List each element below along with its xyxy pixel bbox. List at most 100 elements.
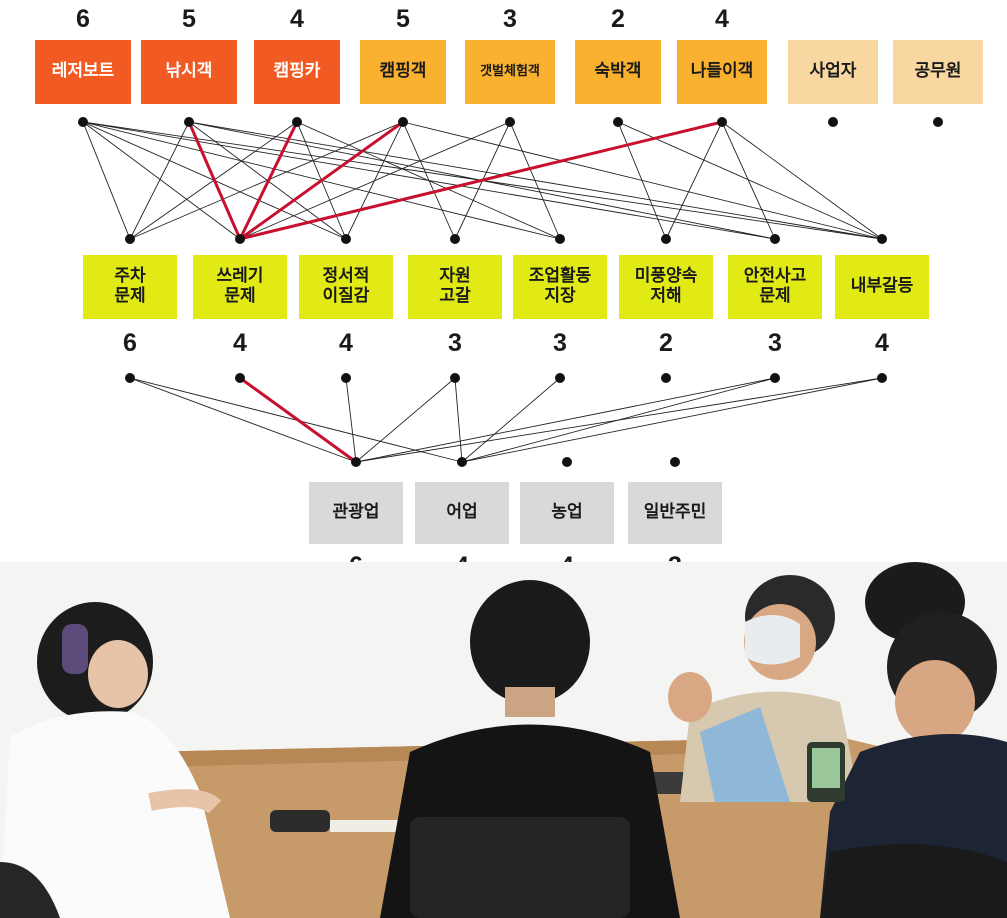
- link-layer: [82, 120, 883, 464]
- node-dot: [877, 234, 887, 244]
- issue-label-line1: 정서적: [322, 266, 370, 287]
- issue-label-line2: 문제: [114, 286, 146, 306]
- node-dot: [78, 117, 88, 127]
- actor-label: 사업자: [809, 61, 857, 82]
- issue-label-line2: 고갈: [439, 286, 471, 306]
- node-dot: [670, 457, 680, 467]
- actor-issue-link: [402, 121, 456, 240]
- issue-resident-link: [461, 377, 883, 463]
- issue-label-line1: 쓰레기: [216, 266, 264, 287]
- issue-label-line1: 내부갈등: [850, 276, 914, 297]
- actor-label: 낚시객: [165, 61, 213, 82]
- actor-count: 2: [611, 5, 625, 33]
- issue-box-i7: 내부갈등: [835, 255, 929, 319]
- issue-label-line2: 이질감: [322, 286, 370, 306]
- issue-label-line2: 저해: [650, 286, 682, 306]
- node-dot: [341, 234, 351, 244]
- actor-issue-link: [721, 121, 883, 240]
- actor-count: 5: [182, 5, 196, 33]
- issue-resident-link: [355, 377, 883, 463]
- node-dot: [661, 373, 671, 383]
- node-dot: [933, 117, 943, 127]
- node-dot: [770, 234, 780, 244]
- node-dot: [555, 234, 565, 244]
- issue-count: 3: [448, 329, 462, 357]
- issue-count: 2: [659, 329, 673, 357]
- node-dot: [828, 117, 838, 127]
- resident-label: 농업: [551, 502, 583, 523]
- actor-issue-link: [188, 121, 883, 240]
- node-dot: [125, 373, 135, 383]
- actor-label: 갯벌체험객: [480, 63, 540, 79]
- actor-label: 캠핑카: [273, 61, 321, 82]
- actor-box-a7: 사업자: [788, 40, 878, 104]
- actor-box-a6: 나들이객: [677, 40, 767, 104]
- node-dot: [717, 117, 727, 127]
- issue-count: 4: [233, 329, 247, 357]
- issue-label-line1: 주차: [114, 266, 146, 287]
- node-dot: [770, 373, 780, 383]
- resident-box-r3: 일반주민: [628, 482, 722, 544]
- issue-label-line2: 지장: [544, 286, 576, 306]
- actor-label: 레저보트: [51, 61, 115, 82]
- actor-count: 4: [290, 5, 304, 33]
- actor-box-a2: 캠핑카: [254, 40, 340, 104]
- actor-issue-link: [509, 121, 561, 240]
- highlight-link: [238, 121, 299, 240]
- actor-box-a0: 레저보트: [35, 40, 131, 104]
- actor-issue-link: [82, 121, 241, 240]
- resident-label: 관광업: [332, 502, 380, 523]
- actor-issue-link: [129, 121, 190, 240]
- actor-count: 4: [715, 5, 729, 33]
- resident-box-r0: 관광업: [309, 482, 403, 544]
- resident-label: 어업: [446, 502, 478, 523]
- issue-label-line1: 조업활동: [528, 266, 592, 287]
- issue-label-line1: 미풍양속: [634, 266, 698, 287]
- issue-resident-link: [355, 377, 456, 463]
- highlight-link: [239, 376, 357, 464]
- resident-label: 일반주민: [643, 502, 707, 523]
- node-dot: [341, 373, 351, 383]
- actor-issue-link: [665, 121, 723, 240]
- issue-resident-link: [454, 377, 463, 463]
- actor-label: 숙박객: [594, 61, 642, 82]
- node-dot: [457, 457, 467, 467]
- actor-issue-link: [82, 121, 131, 240]
- issue-resident-link: [461, 377, 561, 463]
- node-dot: [877, 373, 887, 383]
- issue-resident-link: [355, 377, 776, 463]
- actor-issue-link: [721, 121, 776, 240]
- node-dot: [661, 234, 671, 244]
- issue-count: 4: [875, 329, 889, 357]
- highlight-link: [239, 120, 404, 241]
- node-dot: [613, 117, 623, 127]
- highlight-link: [187, 121, 242, 240]
- issue-count: 6: [123, 329, 137, 357]
- issue-count: 3: [553, 329, 567, 357]
- actor-count: 6: [76, 5, 90, 33]
- node-dot: [184, 117, 194, 127]
- node-dot: [125, 234, 135, 244]
- resident-box-r1: 어업: [415, 482, 509, 544]
- node-dot: [450, 373, 460, 383]
- actor-count: 5: [396, 5, 410, 33]
- actor-box-a1: 낚시객: [141, 40, 237, 104]
- actor-label: 공무원: [914, 61, 962, 82]
- actor-label: 캠핑객: [379, 61, 427, 82]
- issue-count: 3: [768, 329, 782, 357]
- node-dot: [351, 457, 361, 467]
- resident-box-r2: 농업: [520, 482, 614, 544]
- actor-count: 3: [503, 5, 517, 33]
- node-dot: [398, 117, 408, 127]
- actor-issue-link: [617, 121, 883, 240]
- actor-issue-link: [296, 121, 561, 240]
- issue-resident-link: [129, 377, 357, 463]
- issue-label-line2: 문제: [224, 286, 256, 306]
- actor-issue-link: [129, 121, 404, 240]
- actor-box-a3: 캠핑객: [360, 40, 446, 104]
